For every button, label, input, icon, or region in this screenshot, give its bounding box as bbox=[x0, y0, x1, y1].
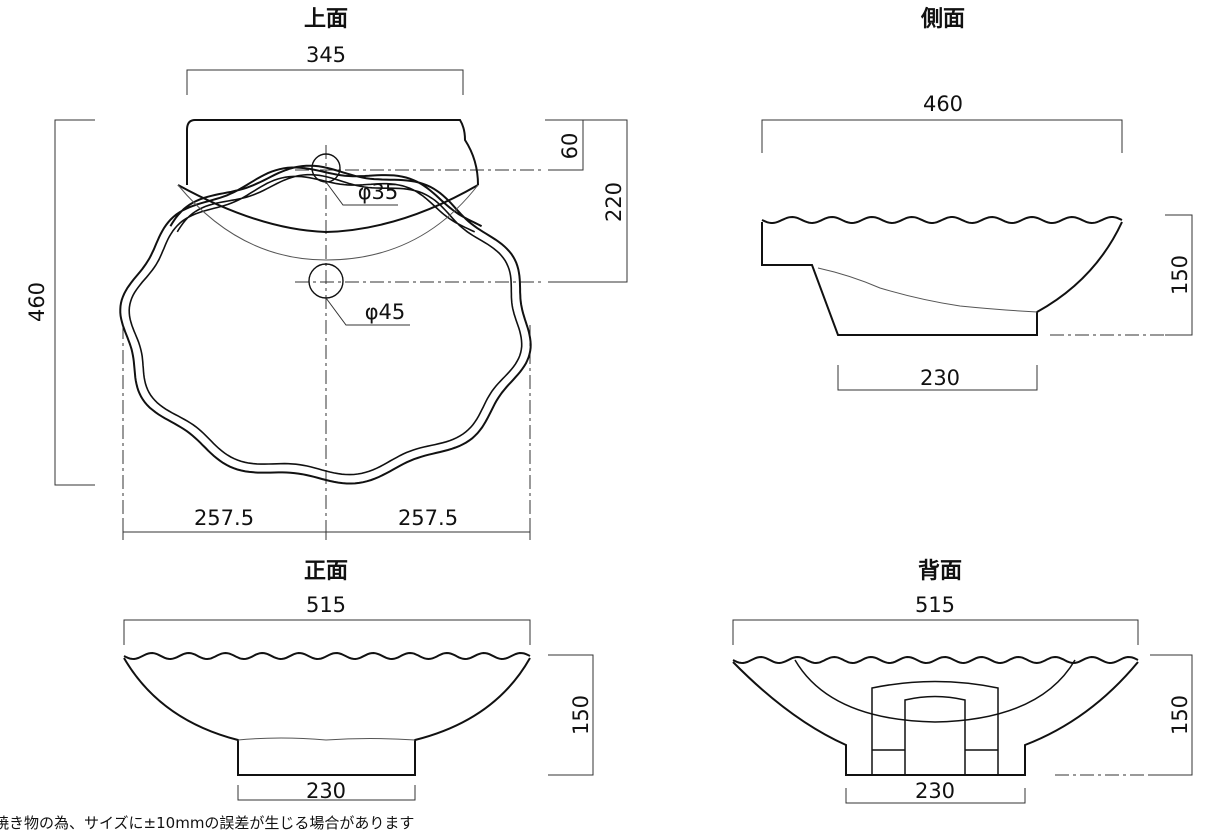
front-rim bbox=[123, 651, 531, 661]
dim-line-515-front bbox=[123, 619, 531, 645]
dim-hole2-offset: 220 bbox=[602, 182, 626, 222]
dim-top-height: 460 bbox=[25, 282, 49, 322]
hole1-label: φ35 bbox=[358, 180, 399, 204]
dim-line-515-back bbox=[732, 619, 1139, 645]
side-body bbox=[761, 221, 1123, 336]
basin-inner-curve bbox=[177, 184, 479, 261]
back-view: 背面 515 150 230 bbox=[732, 559, 1193, 804]
tolerance-note: 焼き物の為、サイズに±10mmの誤差が生じる場合があります bbox=[0, 814, 415, 832]
front-view: 正面 515 150 230 bbox=[123, 559, 594, 803]
back-body bbox=[732, 661, 1139, 776]
dim-line-220 bbox=[548, 119, 628, 283]
dim-hole1-offset: 60 bbox=[558, 133, 582, 160]
dim-line-150-side bbox=[1165, 214, 1193, 336]
basin-inner-outline bbox=[128, 173, 523, 476]
side-view: 側面 460 150 230 bbox=[761, 7, 1193, 391]
front-view-title: 正面 bbox=[304, 559, 348, 584]
dim-back-width: 515 bbox=[915, 593, 955, 617]
top-view: 上面 345 460 60 220 257.5 257.5 φ35 φ45 bbox=[25, 7, 628, 540]
top-view-title: 上面 bbox=[304, 7, 348, 32]
dim-line-150-front bbox=[548, 654, 594, 776]
dim-line-150-back bbox=[1150, 654, 1193, 776]
dim-front-width: 515 bbox=[306, 593, 346, 617]
dim-line-460-side bbox=[761, 119, 1123, 153]
dim-front-height: 150 bbox=[569, 695, 593, 735]
center-lines bbox=[122, 145, 545, 520]
basin-rim-edge bbox=[177, 184, 479, 234]
side-rim bbox=[761, 215, 1123, 225]
dim-half-right: 257.5 bbox=[398, 506, 458, 530]
back-rim bbox=[732, 655, 1139, 665]
dim-back-height: 150 bbox=[1168, 695, 1192, 735]
basin-outline bbox=[119, 164, 532, 485]
dim-half-left: 257.5 bbox=[194, 506, 254, 530]
dim-line-230-side bbox=[837, 365, 1038, 391]
front-base-edge bbox=[237, 737, 416, 741]
side-inner bbox=[817, 267, 1038, 313]
basin-neck bbox=[186, 119, 479, 186]
front-body bbox=[123, 657, 531, 776]
dim-front-base: 230 bbox=[306, 779, 346, 803]
dim-line-60 bbox=[545, 119, 584, 171]
dim-line-345 bbox=[186, 69, 464, 95]
dim-side-base: 230 bbox=[920, 366, 960, 390]
back-view-title: 背面 bbox=[918, 559, 962, 584]
side-view-title: 側面 bbox=[920, 7, 965, 32]
back-support bbox=[871, 680, 999, 775]
dim-line-460 bbox=[54, 119, 95, 486]
hole2-label: φ45 bbox=[365, 300, 406, 324]
dim-line-230-back bbox=[845, 788, 1026, 804]
dim-top-width: 345 bbox=[306, 43, 346, 67]
dim-line-257 bbox=[122, 520, 531, 540]
back-bowl bbox=[794, 659, 1076, 723]
dim-line-230-front bbox=[237, 785, 416, 801]
hole-leaders bbox=[325, 181, 410, 326]
dim-side-height: 150 bbox=[1168, 255, 1192, 295]
dim-back-base: 230 bbox=[915, 779, 955, 803]
dim-side-width: 460 bbox=[923, 92, 963, 116]
